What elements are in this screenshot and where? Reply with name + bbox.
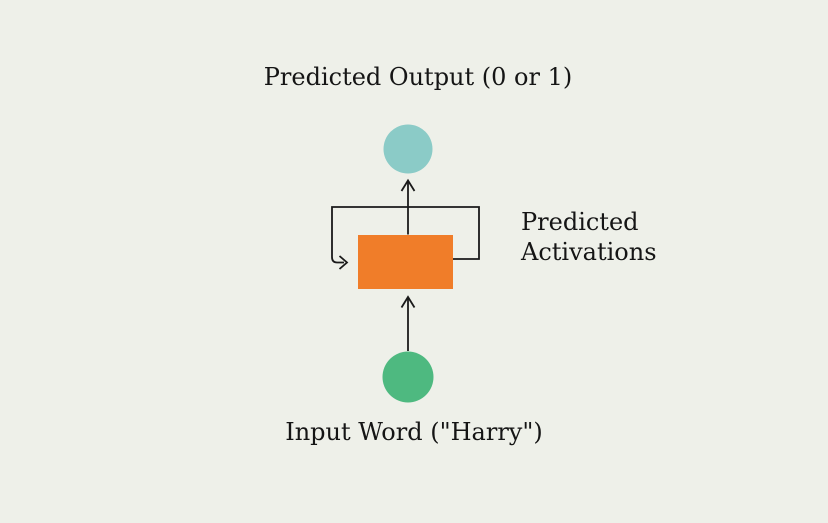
activations-label-line1: Predicted <box>521 208 639 236</box>
input-arrowhead-icon <box>400 295 416 308</box>
activations-label: Predicted Activations <box>521 207 657 267</box>
input-label: Input Word ("Harry") <box>285 418 543 446</box>
recurrent-loop-arrowhead-icon <box>338 255 349 270</box>
output-label: Predicted Output (0 or 1) <box>263 63 573 91</box>
recurrent-loop-arrow <box>331 206 480 264</box>
output-node <box>383 124 433 174</box>
activations-label-line2: Activations <box>521 238 657 266</box>
output-arrowhead-icon <box>400 178 416 192</box>
input-node <box>382 351 434 403</box>
recurrent-block <box>358 235 453 289</box>
